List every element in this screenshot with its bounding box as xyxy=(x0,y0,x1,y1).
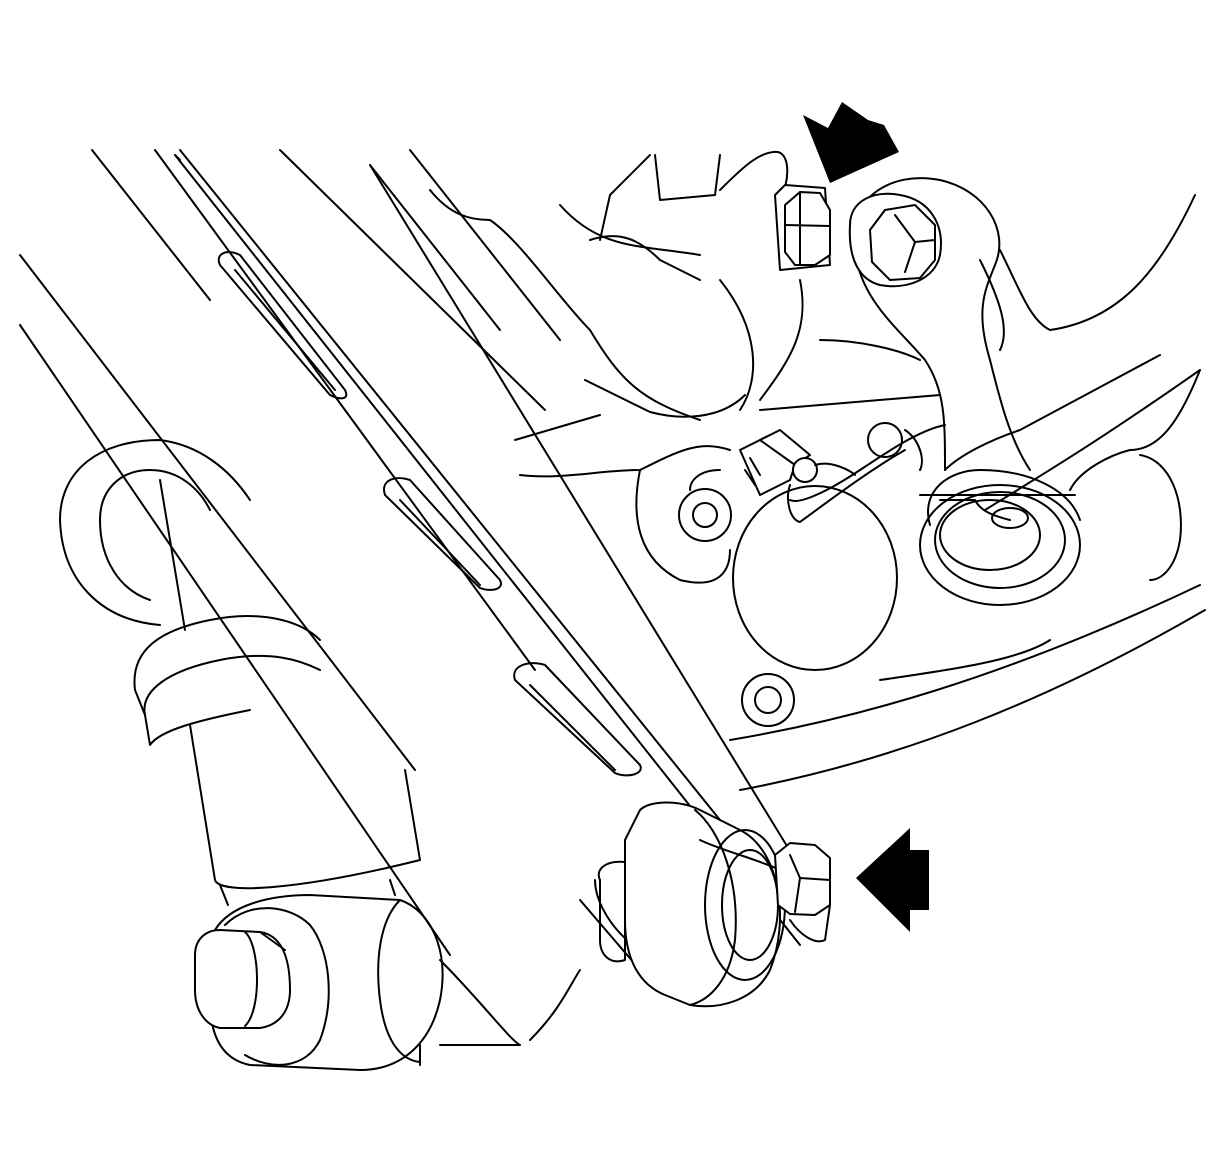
knuckle-holes xyxy=(678,422,903,727)
arrow-down-left-icon xyxy=(803,102,899,183)
brake-hose-clip xyxy=(739,424,946,523)
upper-bolt-left xyxy=(774,184,831,271)
lower-bolt xyxy=(774,842,831,943)
arrow-left-icon xyxy=(856,828,929,932)
knuckle-housing xyxy=(429,150,1206,791)
lower-control-arm xyxy=(19,149,721,1066)
upper-link xyxy=(852,177,1201,606)
lower-link-bushing xyxy=(597,801,786,1008)
lower-bushing xyxy=(194,894,444,1071)
upper-bolt-right xyxy=(848,192,942,288)
shock-absorber xyxy=(59,439,421,906)
